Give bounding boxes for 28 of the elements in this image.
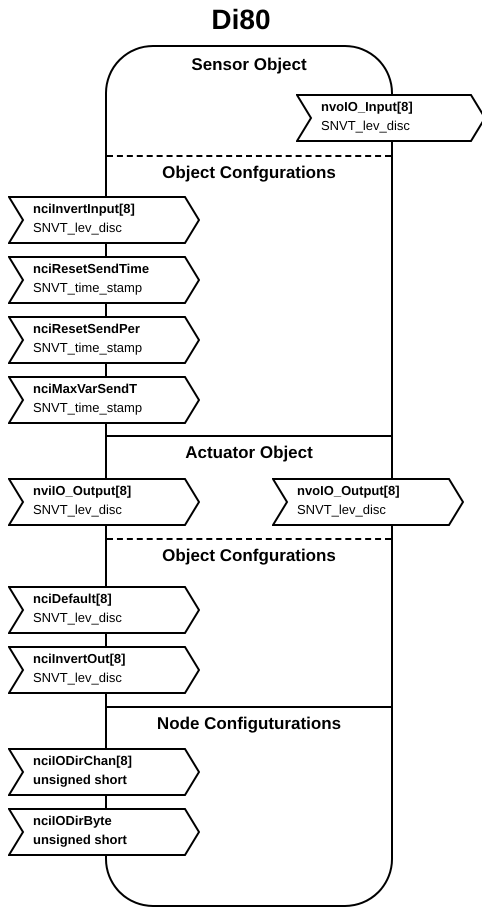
variable-type: SNVT_time_stamp [33, 280, 142, 295]
section-heading: Object Confgurations [161, 163, 337, 183]
variable-name: nciResetSendTime [33, 261, 150, 276]
variable-type: SNVT_lev_disc [33, 220, 122, 235]
variable-name: nciIODirChan[8] [33, 753, 132, 768]
variable-name: nciDefault[8] [33, 591, 112, 606]
variable-type: SNVT_lev_disc [33, 670, 122, 685]
variable-type: SNVT_time_stamp [33, 400, 142, 415]
variable-name: nciMaxVarSendT [33, 381, 138, 396]
variable-name: nciInvertOut[8] [33, 651, 126, 666]
variable-type: SNVT_lev_disc [33, 502, 122, 517]
variable-name: nciIODirByte [33, 813, 112, 828]
section-heading: Object Confgurations [161, 546, 337, 566]
variable-type: SNVT_lev_disc [33, 610, 122, 625]
variable-type: SNVT_time_stamp [33, 340, 142, 355]
variable-type: SNVT_lev_disc [321, 118, 410, 133]
variable-type: unsigned short [33, 772, 127, 787]
variable-name: nviIO_Output[8] [33, 483, 132, 498]
section-heading: Sensor Object [190, 55, 308, 75]
variable-name: nciInvertInput[8] [33, 201, 135, 216]
variable-name: nciResetSendPer [33, 321, 140, 336]
section-heading: Actuator Object [184, 443, 314, 463]
diagram-title: Di80 [210, 4, 272, 36]
variable-type: SNVT_lev_disc [297, 502, 386, 517]
section-heading: Node Configuturations [156, 714, 342, 734]
variable-name: nvoIO_Input[8] [321, 99, 413, 114]
variable-type: unsigned short [33, 832, 127, 847]
variable-name: nvoIO_Output[8] [297, 483, 400, 498]
